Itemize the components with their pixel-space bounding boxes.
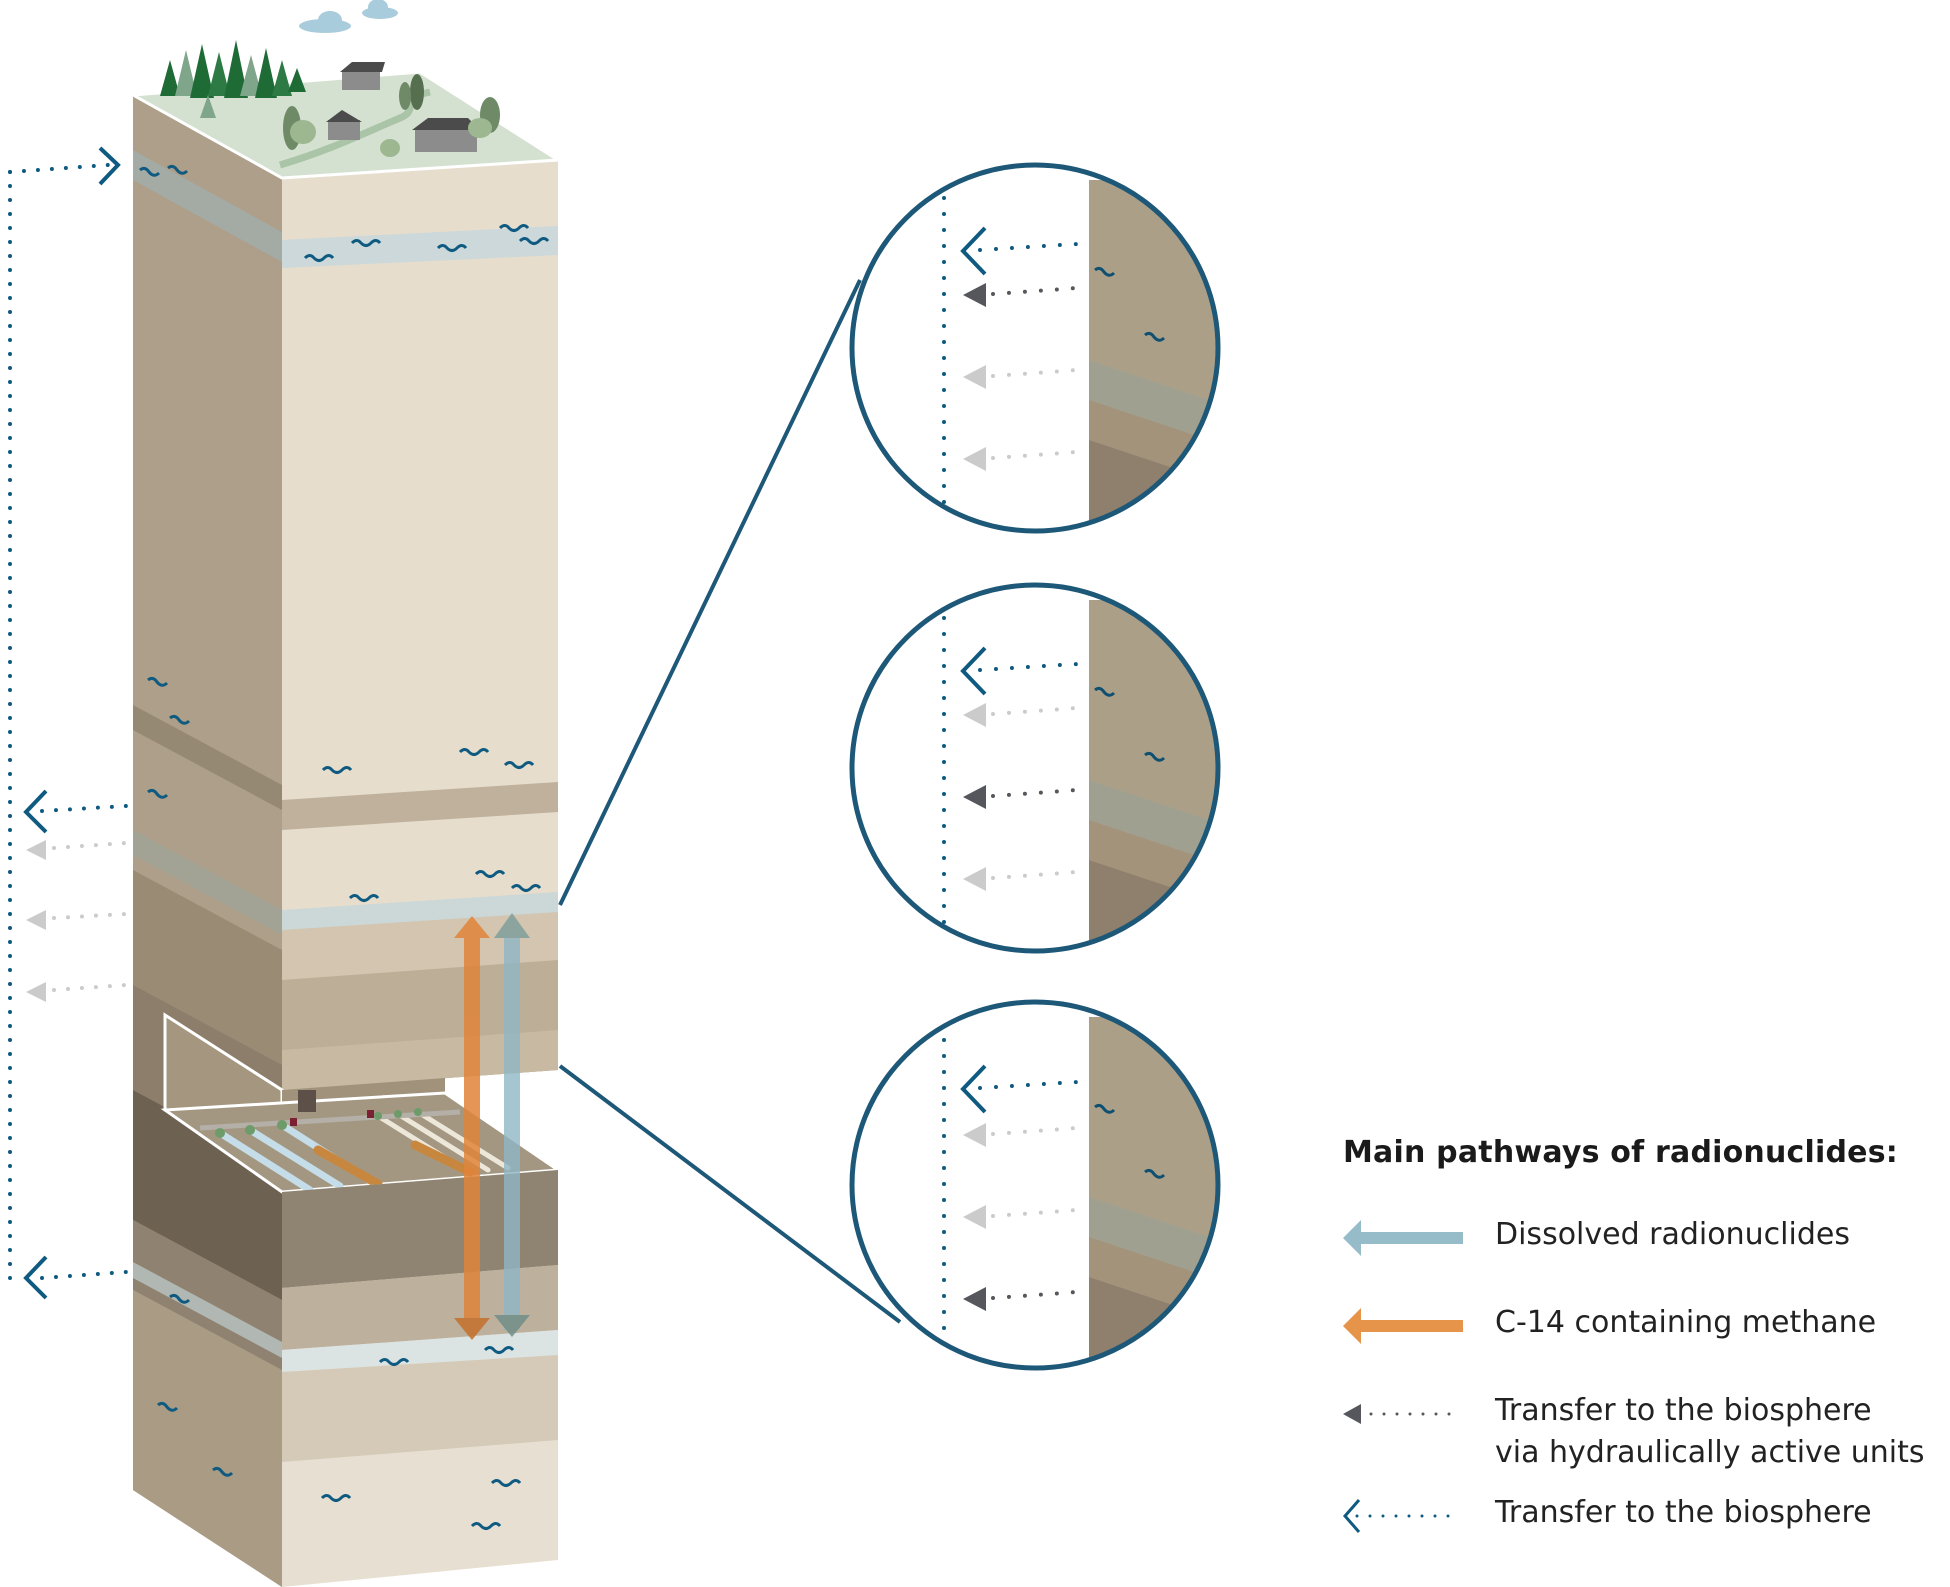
legend-label-hydraulic: Transfer to the biosphere via hydraulica… bbox=[1495, 1393, 1925, 1470]
legend-item-dissolved: Dissolved radionuclides bbox=[1343, 1214, 1943, 1284]
triangle-left-icon bbox=[963, 1123, 986, 1147]
legend-item-biosphere: Transfer to the biosphere bbox=[1343, 1492, 1943, 1562]
triangle-left-icon bbox=[963, 283, 986, 307]
dotted-chevron-arrow-icon bbox=[1343, 1499, 1463, 1533]
legend: Main pathways of radionuclides: Dissolve… bbox=[1343, 1135, 1943, 1580]
triangle-left-icon bbox=[963, 867, 986, 891]
column-front-face-upper bbox=[282, 160, 558, 1090]
zoom-circle-1 bbox=[849, 162, 1221, 534]
biosphere-transfer-path-left bbox=[8, 146, 121, 1290]
zoom-connectors bbox=[558, 279, 902, 1324]
chevron-right-icon bbox=[98, 146, 121, 186]
chevron-left-icon bbox=[23, 789, 48, 834]
left-arrows-middle bbox=[23, 789, 128, 1300]
chevron-left-icon bbox=[960, 1064, 987, 1114]
triangle-left-icon bbox=[963, 447, 986, 471]
thick-arrow-left-icon bbox=[1343, 1308, 1463, 1344]
zoom-circle-3 bbox=[849, 999, 1221, 1371]
chevron-left-icon bbox=[960, 226, 987, 276]
zoom-circle-2 bbox=[849, 582, 1221, 954]
thick-arrow-left-icon bbox=[1343, 1220, 1463, 1256]
legend-title: Main pathways of radionuclides: bbox=[1343, 1135, 1898, 1170]
legend-item-hydraulic: Transfer to the biosphere via hydraulica… bbox=[1343, 1390, 1943, 1474]
triangle-left-icon bbox=[963, 785, 986, 809]
chevron-left-icon bbox=[23, 1255, 48, 1300]
methane-migration-arrow bbox=[454, 916, 490, 1340]
triangle-left-icon bbox=[963, 1205, 986, 1229]
chevron-left-icon bbox=[960, 646, 987, 696]
triangle-left-icon bbox=[963, 365, 986, 389]
legend-label-biosphere: Transfer to the biosphere bbox=[1495, 1495, 1872, 1530]
triangle-left-icon bbox=[26, 840, 46, 860]
deciduous-trees bbox=[283, 74, 500, 157]
legend-item-methane: C-14 containing methane bbox=[1343, 1302, 1943, 1372]
dotted-triangle-arrow-icon bbox=[1343, 1404, 1463, 1424]
clouds bbox=[299, 0, 398, 33]
triangle-left-icon bbox=[26, 910, 46, 930]
houses bbox=[326, 62, 480, 152]
dissolved-radionuclides-arrow bbox=[494, 913, 530, 1337]
legend-label-methane: C-14 containing methane bbox=[1495, 1305, 1877, 1340]
groundwater-symbols bbox=[139, 164, 550, 1530]
triangle-left-icon bbox=[963, 703, 986, 727]
geological-column bbox=[127, 0, 563, 1587]
forest bbox=[160, 40, 306, 118]
access-shaft bbox=[298, 1090, 316, 1112]
triangle-left-icon bbox=[26, 982, 46, 1002]
triangle-left-icon bbox=[963, 1287, 986, 1311]
legend-label-dissolved: Dissolved radionuclides bbox=[1495, 1217, 1850, 1252]
